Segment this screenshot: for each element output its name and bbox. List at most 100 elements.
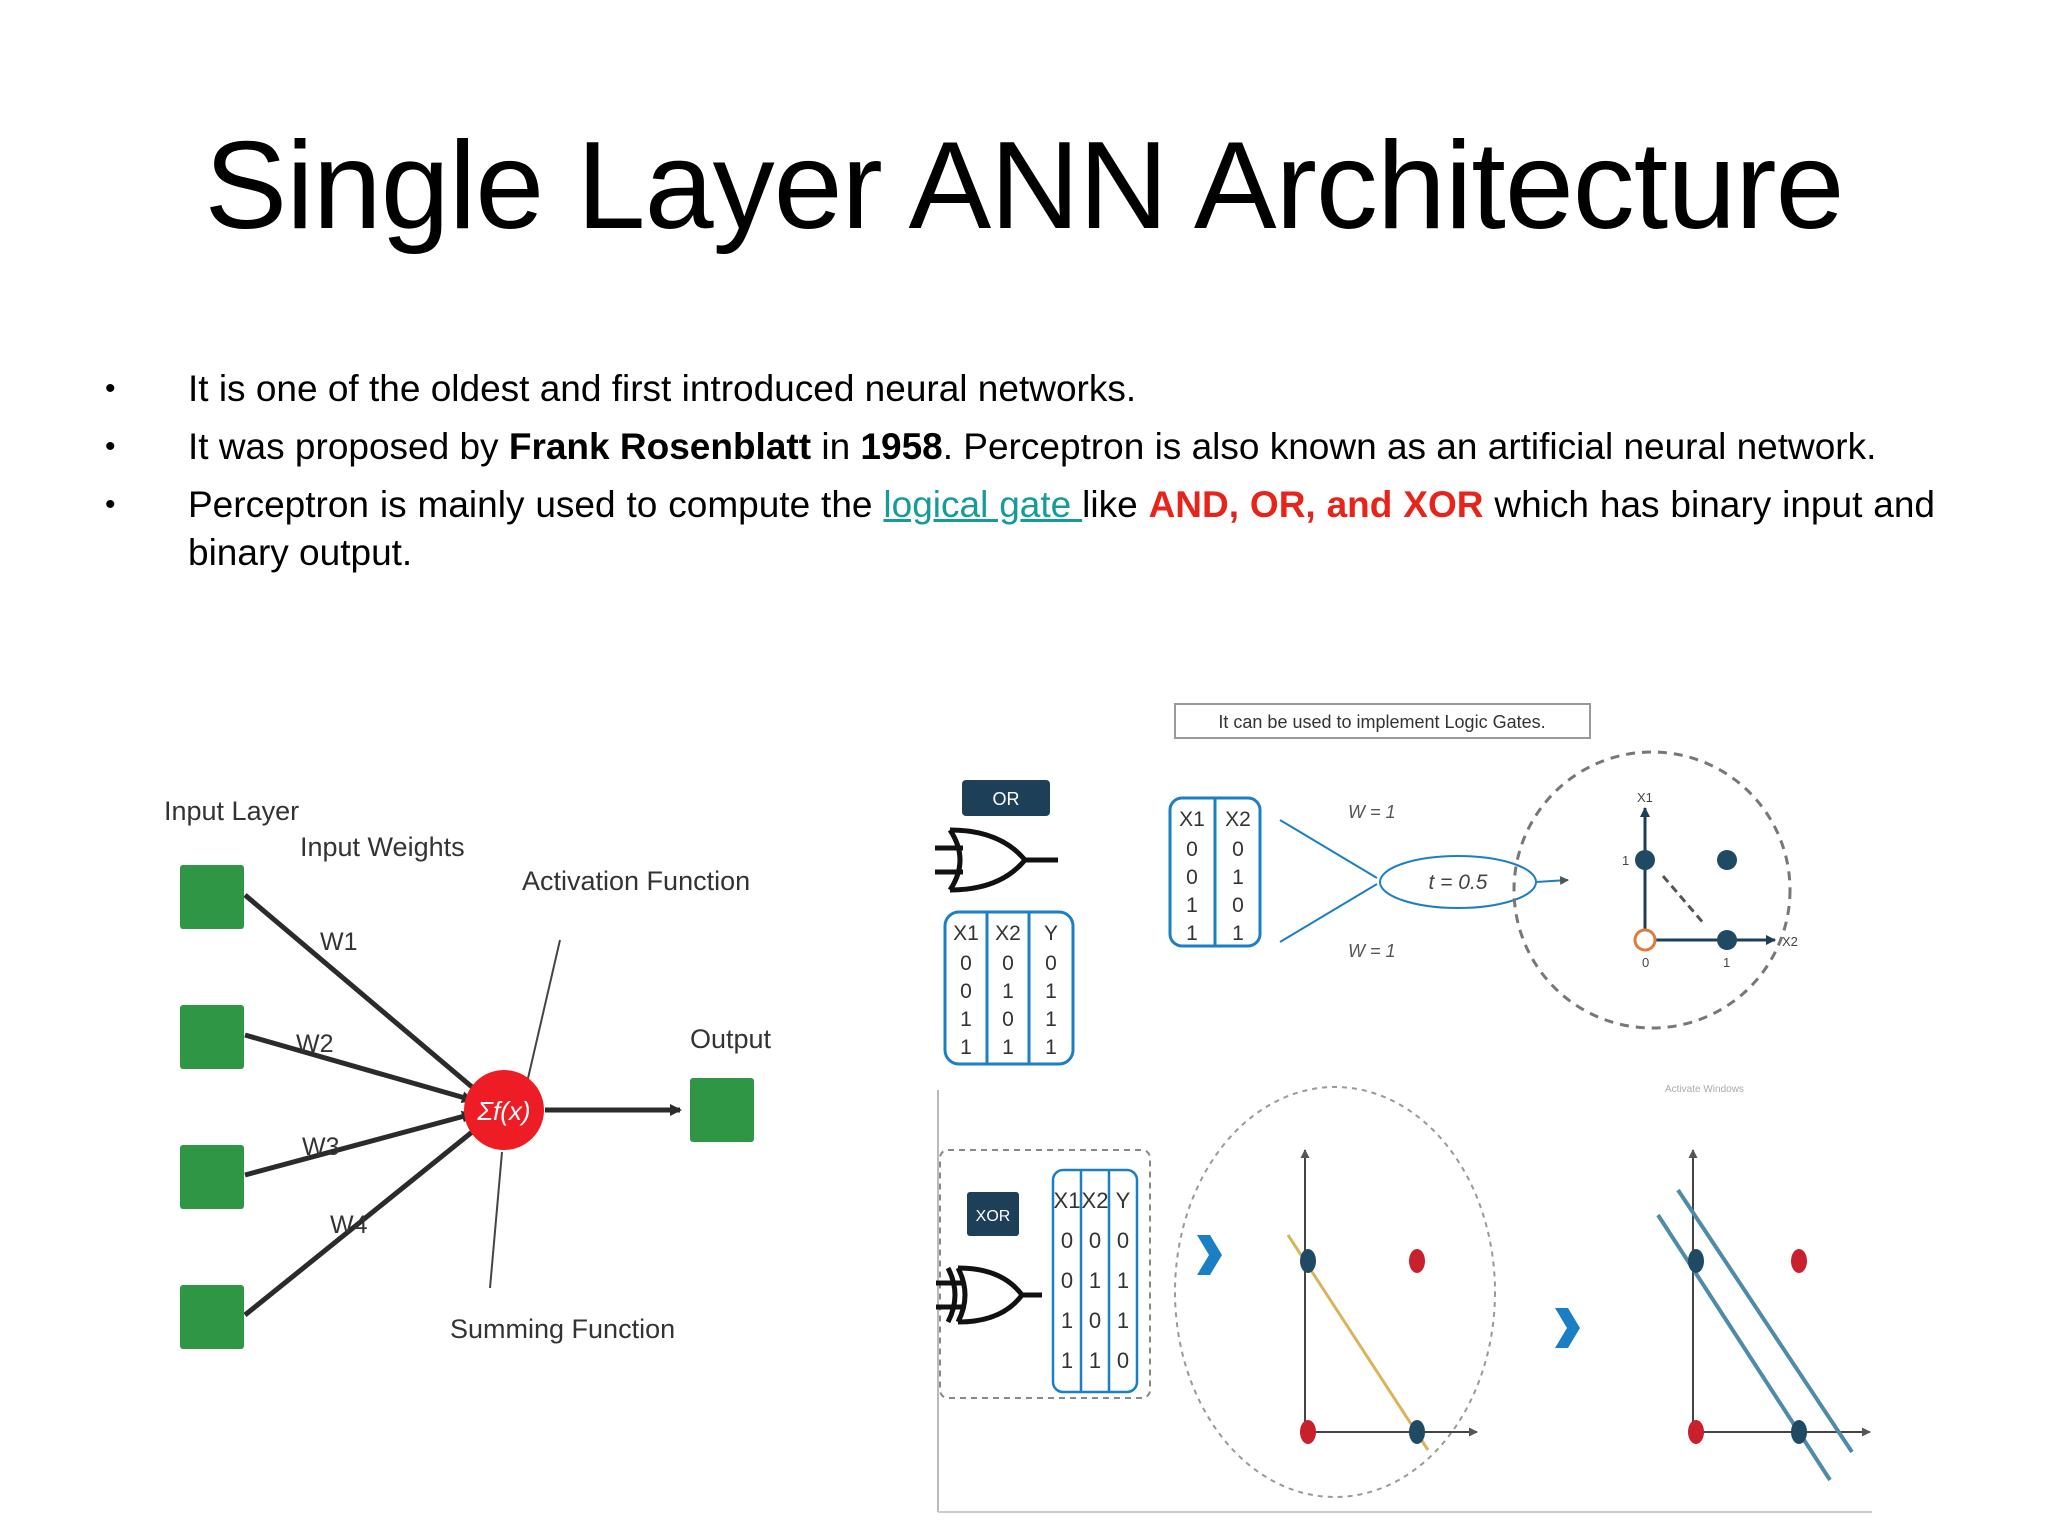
- xor-point: [1791, 1420, 1807, 1444]
- input-table-header: X2: [1225, 808, 1251, 831]
- connection-w1: [243, 893, 487, 1100]
- connection-w3: [244, 1110, 474, 1178]
- or-table-cell: 1: [1045, 1008, 1057, 1031]
- xor-point: [1409, 1420, 1425, 1444]
- bullet-text: like: [1082, 484, 1149, 525]
- logic-gates-figure: It can be used to implement Logic Gates.…: [935, 703, 1872, 1513]
- or-label: OR: [993, 789, 1020, 809]
- or-label-box: [962, 780, 1050, 816]
- bullet-list: • It is one of the oldest and first intr…: [105, 365, 1935, 587]
- or-plot-x2-label: X2: [1782, 934, 1798, 949]
- or-table-header: Y: [1044, 922, 1058, 945]
- xor-table-cell: 0: [1061, 1228, 1073, 1253]
- xor-table-cell: 0: [1089, 1228, 1101, 1253]
- weight-line-top: [1279, 819, 1378, 879]
- xor-point: [1300, 1420, 1316, 1444]
- or-table-cell: 1: [1002, 1036, 1014, 1059]
- watermark-text: Activate Windows: [1665, 1084, 1744, 1095]
- or-table-cell: 0: [960, 952, 972, 975]
- xor-truth-table: [1051, 1168, 1139, 1394]
- weight-top-label: W = 1: [1348, 802, 1396, 822]
- input-table-header: X1: [1179, 808, 1205, 831]
- input-table-cell: 1: [1186, 922, 1198, 945]
- chevron-right-icon: [1197, 1235, 1222, 1275]
- xor-point: [1688, 1249, 1704, 1273]
- banner-text: It can be used to implement Logic Gates.: [1218, 712, 1545, 732]
- xor-point: [1300, 1249, 1316, 1273]
- xor-table-cell: 1: [1061, 1308, 1073, 1333]
- or-table-header: X1: [953, 922, 979, 945]
- or-table-cell: 0: [1002, 952, 1014, 975]
- input-table-cell: 1: [1232, 922, 1244, 945]
- bullet-dot: •: [105, 372, 116, 405]
- weight-bottom-label: W = 1: [1348, 941, 1396, 961]
- xor-panel: [939, 1149, 1151, 1399]
- bullet-text: which has binary input and binary output…: [188, 484, 1935, 573]
- activation-function-label: Activation Function: [522, 866, 750, 896]
- xor-table-cell: 1: [1061, 1348, 1073, 1373]
- bullet-dot: •: [105, 430, 116, 463]
- bullet-text: It was proposed by: [188, 426, 509, 467]
- xor-table-header: X2: [1082, 1188, 1109, 1213]
- bullet-item: • It is one of the oldest and first intr…: [105, 365, 1935, 413]
- xor-table-header: Y: [1116, 1188, 1131, 1213]
- or-plot-origin-label: 0: [1642, 955, 1649, 970]
- or-point: [1717, 930, 1737, 950]
- chevron-right-icon: [1555, 1308, 1580, 1348]
- or-gate-icon: [935, 827, 1058, 893]
- year: 1958: [860, 426, 943, 467]
- input-table-cell: 1: [1232, 866, 1244, 889]
- weight-label-w3: W3: [302, 1133, 340, 1161]
- input-node: [180, 1005, 244, 1069]
- bullet-item: • Perceptron is mainly used to compute t…: [105, 481, 1935, 577]
- bullet-text: . Perceptron is also known as an artific…: [942, 426, 1877, 467]
- or-table-cell: 1: [960, 1008, 972, 1031]
- xor-point: [1688, 1420, 1704, 1444]
- xor-table-cell: 0: [1117, 1228, 1129, 1253]
- xor-table-cell: 1: [1117, 1268, 1129, 1293]
- xor-point: [1409, 1249, 1425, 1273]
- input-table-cell: 0: [1232, 894, 1244, 917]
- summing-pointer: [489, 1151, 503, 1289]
- xor-plot-frame: [1174, 1086, 1496, 1498]
- or-table-cell: 0: [960, 980, 972, 1003]
- network-diagram: Input Layer Input Weights Activation Fun…: [164, 796, 772, 1349]
- neuron-formula: Σf(x): [476, 1096, 530, 1126]
- bullet-text: in: [811, 426, 861, 467]
- weight-line-bottom: [1279, 883, 1378, 943]
- or-plot-x-tick: 1: [1723, 955, 1730, 970]
- threshold-arrow: [1535, 876, 1569, 885]
- connection-w4: [243, 1122, 484, 1317]
- or-point: [1717, 850, 1737, 870]
- input-weights-label: Input Weights: [300, 832, 465, 862]
- xor-label: XOR: [976, 1208, 1011, 1225]
- summing-function-label: Summing Function: [450, 1314, 675, 1344]
- xor-table-cell: 0: [1061, 1268, 1073, 1293]
- logical-gate-link[interactable]: logical gate: [883, 484, 1083, 525]
- or-table-cell: 1: [1045, 1036, 1057, 1059]
- xor-table-cell: 1: [1117, 1308, 1129, 1333]
- input-node: [180, 1145, 244, 1209]
- logic-gates-banner: [1174, 703, 1591, 739]
- or-table-cell: 0: [1045, 952, 1057, 975]
- weight-label-w2: W2: [296, 1030, 334, 1058]
- xor-label-box: [967, 1192, 1019, 1236]
- or-table-cell: 1: [1045, 980, 1057, 1003]
- connection-w2: [244, 1032, 474, 1104]
- input-table-cell: 1: [1186, 894, 1198, 917]
- gate-names: AND, OR, and XOR: [1148, 484, 1484, 525]
- output-node: [690, 1078, 754, 1142]
- output-label: Output: [690, 1024, 772, 1054]
- bullet-text: Perceptron is mainly used to compute the: [188, 484, 884, 525]
- or-table-cell: 1: [1002, 980, 1014, 1003]
- weight-label-w1: W1: [320, 928, 358, 956]
- xor-table-cell: 1: [1089, 1268, 1101, 1293]
- or-point-origin: [1633, 928, 1657, 952]
- or-decision-boundary: [1661, 875, 1707, 926]
- input-table-cell: 0: [1186, 838, 1198, 861]
- or-point: [1635, 850, 1655, 870]
- xor-table-cell: 0: [1089, 1308, 1101, 1333]
- neuron-circle: [464, 1070, 544, 1150]
- input-table-cell: 0: [1186, 866, 1198, 889]
- input-node: [180, 865, 244, 929]
